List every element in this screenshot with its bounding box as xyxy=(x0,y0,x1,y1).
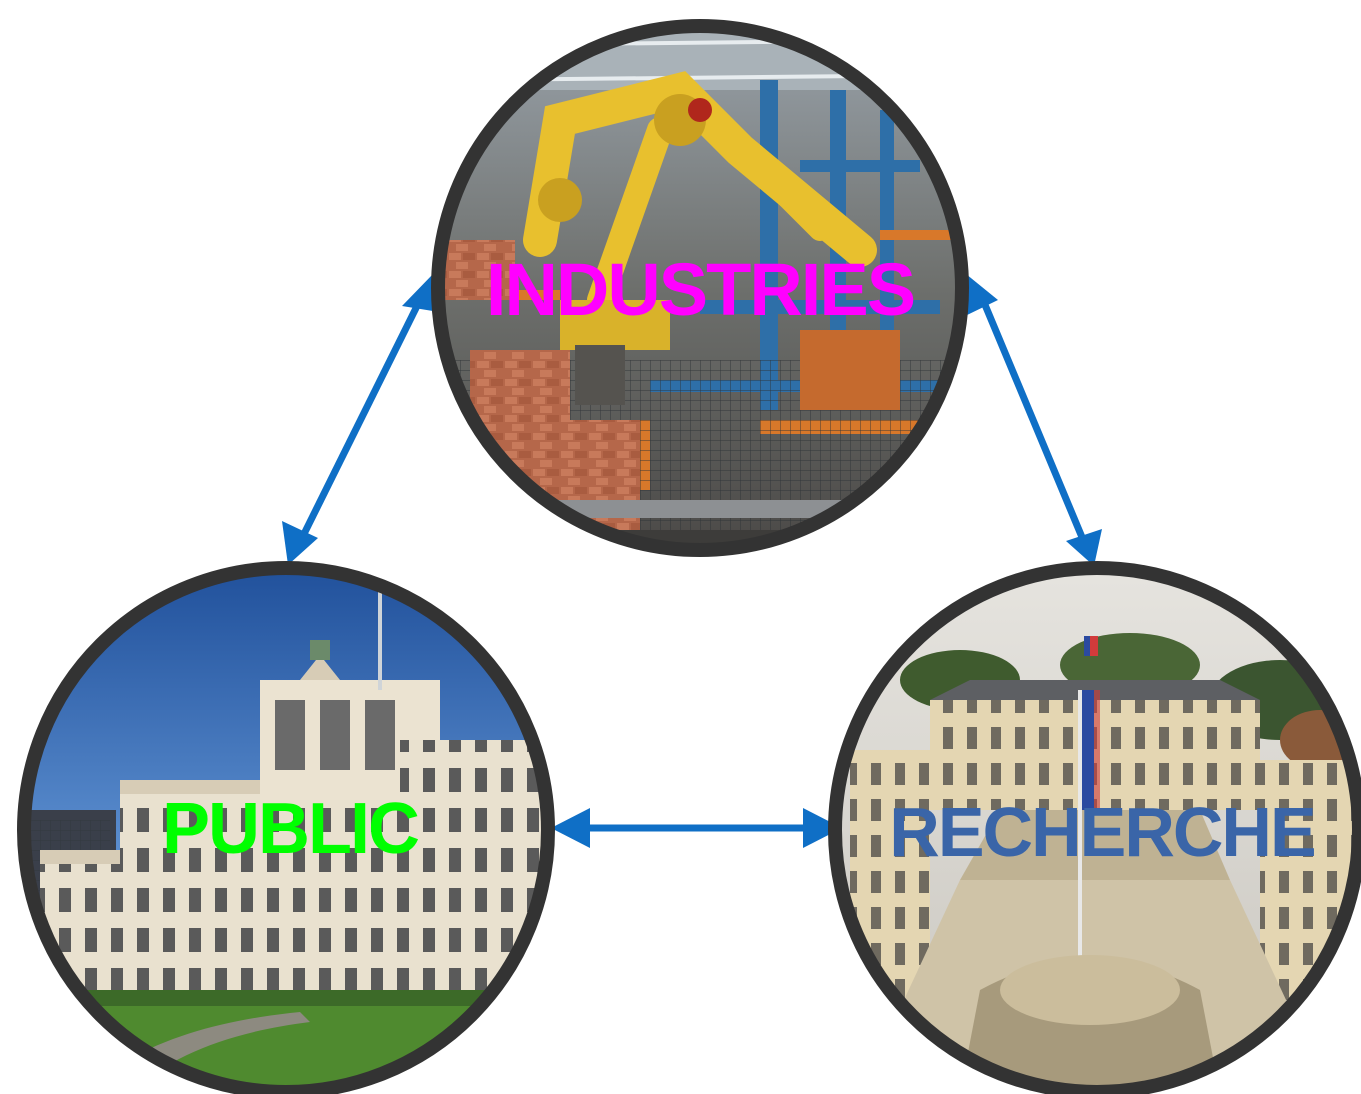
arrow-industries-recherche xyxy=(979,298,1088,544)
arrowhead-public-end xyxy=(282,521,318,565)
node-public: PUBLIC xyxy=(17,561,555,1094)
arrowhead-recherche-end xyxy=(1066,529,1102,566)
arrowhead-industries-right-end xyxy=(965,274,998,316)
industries-circle-border xyxy=(431,19,969,557)
recherche-label: RECHERCHE xyxy=(889,793,1314,871)
arrowhead-industries-end xyxy=(402,274,439,312)
node-industries: INDUSTRIES xyxy=(431,19,969,557)
arrowhead-public-right-end xyxy=(551,808,590,848)
connector-layer xyxy=(282,274,1102,848)
recherche-photo xyxy=(835,568,1359,1092)
node-recherche: RECHERCHE xyxy=(828,561,1361,1094)
public-circle-border xyxy=(17,561,555,1094)
arrow-industries-public xyxy=(296,298,424,544)
arrowhead-recherche-left-end xyxy=(803,808,842,848)
public-photo xyxy=(24,568,548,1092)
public-label: PUBLIC xyxy=(162,789,419,869)
recherche-circle-border xyxy=(828,561,1361,1094)
industries-label: INDUSTRIES xyxy=(486,248,914,331)
